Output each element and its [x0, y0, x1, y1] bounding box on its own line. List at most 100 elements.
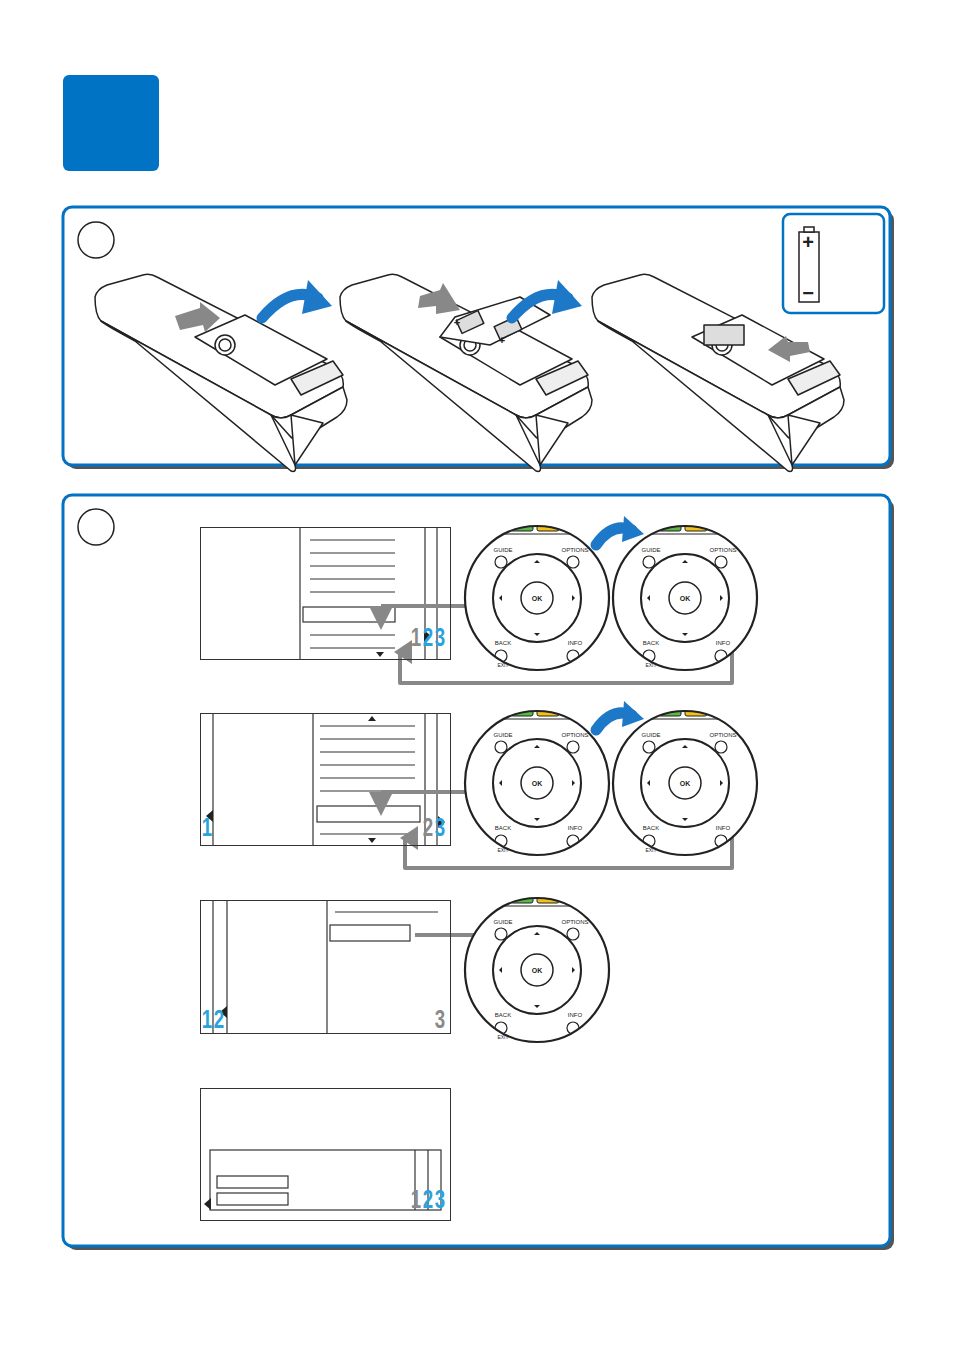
menu-screen: 123	[200, 713, 451, 846]
drawing-part	[499, 595, 502, 601]
drawing-part	[493, 554, 581, 642]
drawing-part	[613, 719, 757, 720]
drawing-part	[495, 928, 507, 940]
button-label: OPTIONS	[709, 732, 736, 738]
button-label: BACK	[643, 640, 659, 646]
drawing-part	[641, 554, 729, 642]
button-label: INFO	[716, 640, 730, 646]
button-label: EXIT	[645, 848, 656, 853]
drawing-part	[633, 707, 655, 716]
drawing-part	[613, 711, 757, 855]
drawing-part	[572, 967, 575, 973]
drawing-part	[465, 522, 609, 670]
drawing-part	[682, 818, 688, 821]
button-label: GUIDE	[493, 547, 512, 553]
drawing-part	[340, 274, 592, 471]
drawing-part	[643, 741, 655, 753]
drawing-part	[613, 526, 757, 670]
level-number: 3	[435, 1006, 445, 1032]
drawing-part	[788, 361, 840, 395]
polarity-mark: +	[454, 317, 460, 328]
drawing-part	[465, 906, 609, 907]
drawing-part	[493, 739, 581, 827]
drawing-part	[682, 633, 688, 636]
button-label: OPTIONS	[709, 547, 736, 553]
drawing-part	[521, 582, 553, 614]
level-number: 2	[423, 624, 433, 650]
button-label: OPTIONS	[561, 547, 588, 553]
drawing-part	[715, 741, 727, 753]
drawing-part	[682, 745, 688, 748]
drawing-part	[711, 707, 733, 716]
battery-plus: +	[802, 232, 814, 252]
drawing-part	[534, 1005, 540, 1008]
drawing-part	[465, 711, 609, 855]
button-label: BACK	[495, 825, 511, 831]
button-label: GUIDE	[493, 919, 512, 925]
drawing-part	[788, 415, 820, 465]
drawing-part	[592, 274, 844, 471]
drawing-part	[534, 932, 540, 935]
drawing-part	[465, 898, 609, 1042]
drawing-part	[219, 339, 231, 351]
drawing-part	[215, 335, 235, 355]
drawing-part	[534, 745, 540, 748]
drawing-part	[175, 302, 220, 332]
button-label: BACK	[495, 1012, 511, 1018]
drawing-part	[704, 325, 744, 345]
drawing-part	[647, 780, 650, 786]
level-number: 3	[435, 624, 445, 650]
level-number: 2	[423, 1186, 433, 1212]
drawing-part	[485, 894, 507, 903]
level-number: 2	[423, 814, 433, 840]
drawing-part	[536, 361, 588, 395]
button-label: GUIDE	[493, 732, 512, 738]
drawing-part	[175, 283, 810, 362]
drawing-part	[291, 415, 323, 465]
button-label: OK	[532, 967, 543, 974]
button-label: BACK	[495, 640, 511, 646]
menu-screen: 123	[200, 527, 451, 660]
level-number: 1	[411, 1186, 421, 1212]
drawing-part	[572, 780, 575, 786]
drawing-part	[495, 556, 507, 568]
level-number: 1	[411, 624, 421, 650]
drawing-part	[465, 534, 609, 535]
button-label: INFO	[568, 825, 582, 831]
drawing-part	[567, 741, 579, 753]
drawing-part	[572, 595, 575, 601]
level-number: 2	[214, 1006, 224, 1032]
drawing-part	[534, 818, 540, 821]
drawing-part	[613, 707, 757, 855]
drawing-part	[768, 336, 810, 362]
drawing-part	[95, 274, 347, 471]
menu-screen: 12 3	[200, 900, 451, 1034]
drawing-part	[633, 522, 655, 531]
button-label: BACK	[643, 825, 659, 831]
drawing-part	[465, 711, 609, 855]
button-label: OK	[680, 780, 691, 787]
button-label: INFO	[568, 1012, 582, 1018]
drawing-part	[493, 926, 581, 1014]
button-label: INFO	[568, 640, 582, 646]
drawing-part	[465, 707, 609, 855]
drawing-part	[711, 522, 733, 531]
drawing-part	[534, 560, 540, 563]
drawing-part	[465, 526, 609, 670]
drawing-part	[485, 522, 507, 531]
drawing-part	[465, 719, 609, 720]
button-label: OK	[532, 780, 543, 787]
battery-minus: −	[802, 283, 814, 303]
drawing-part	[715, 556, 727, 568]
drawing-part	[567, 556, 579, 568]
level-number: 1	[202, 1006, 212, 1032]
drawing-part	[613, 534, 757, 535]
drawing-part	[613, 711, 757, 855]
drawing-part	[563, 707, 585, 716]
drawing-part	[669, 582, 701, 614]
drawing-part	[563, 894, 585, 903]
button-label: INFO	[716, 825, 730, 831]
drawing-part	[465, 894, 609, 1042]
drawing-part	[613, 526, 757, 670]
